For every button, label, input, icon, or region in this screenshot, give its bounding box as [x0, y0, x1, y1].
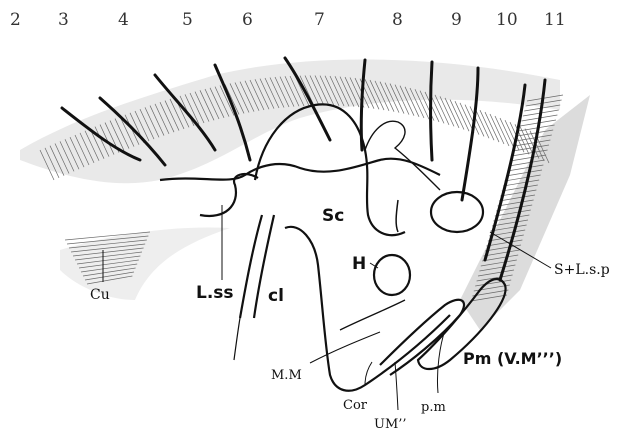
label-sc: Sc [322, 208, 344, 225]
label-lss: L.ss [196, 285, 234, 302]
segment-number: 2 [10, 12, 21, 29]
segment-number: 9 [451, 12, 462, 29]
label-s-lsp: S+L.s.p [554, 263, 610, 277]
segment-number: 11 [544, 12, 566, 29]
segment-number: 5 [182, 12, 193, 29]
label-cu: Cu [90, 288, 110, 302]
label-pm-small: p.m [421, 401, 446, 414]
label-mm: M.M [271, 369, 302, 382]
label-um: UM’’ [374, 418, 407, 431]
dorsal-bulge [365, 121, 440, 190]
um-loop [380, 300, 464, 375]
ventral-loop [285, 227, 450, 391]
label-cl: cl [268, 288, 284, 305]
label-pm: Pm (V.M’’’) [463, 351, 562, 367]
segment-number: 8 [392, 12, 403, 29]
cl-left-edge [234, 318, 240, 360]
stalk [396, 200, 398, 232]
mm-curve [340, 300, 405, 330]
slsp-organ [431, 192, 483, 232]
segment-number: 6 [242, 12, 253, 29]
label-cor: Cor [343, 399, 367, 412]
segment-number: 7 [314, 12, 325, 29]
h-organ [374, 255, 410, 295]
label-h: H [352, 256, 366, 273]
segment-number: 3 [58, 12, 69, 29]
segment-number: 4 [118, 12, 129, 29]
segment-number: 10 [496, 12, 518, 29]
